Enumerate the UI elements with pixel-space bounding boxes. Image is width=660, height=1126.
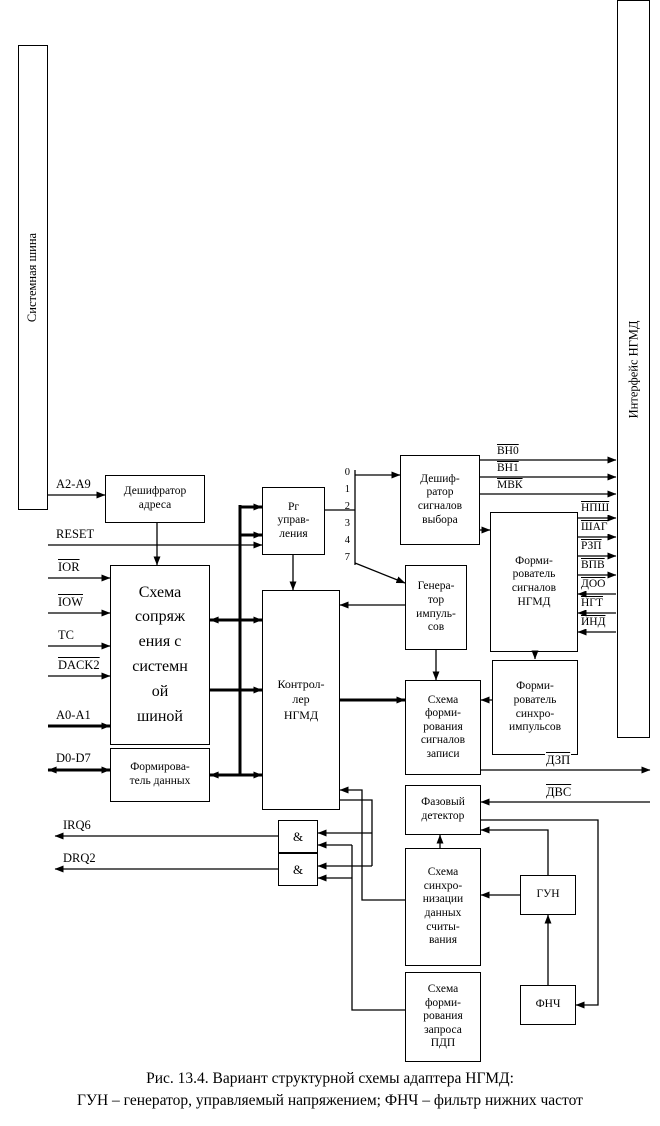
block-pulse-generator: Генера- тор импуль- сов <box>405 565 467 650</box>
signal-label-d0d7: D0-D7 <box>55 751 92 765</box>
selector-output-4: 4 <box>344 535 350 546</box>
block-fdd-controller: Контрол- лер НГМД <box>262 590 340 810</box>
figure-caption-line1: Рис. 13.4. Вариант структурной схемы ада… <box>146 1070 514 1087</box>
signal-label-tc: TC <box>57 628 75 642</box>
signal-label-drq2: DRQ2 <box>62 851 97 865</box>
signal-label-vpv: ВПВ <box>580 559 606 572</box>
block-and-gate-irq: & <box>278 820 318 853</box>
block-read-data-sync: Схема синхро- низации данных считы- вани… <box>405 848 481 966</box>
selector-output-3: 3 <box>344 518 350 529</box>
block-sync-pulse-former: Форми- рователь синхро- импульсов <box>492 660 578 755</box>
selector-output-2: 2 <box>344 501 350 512</box>
figure-caption: Рис. 13.4. Вариант структурной схемы ада… <box>0 1068 660 1113</box>
block-data-former: Формирова- тель данных <box>110 748 210 802</box>
signal-label-dvs: ДВС <box>545 785 573 799</box>
block-write-signal-former: Схема форми- рования сигналов записи <box>405 680 481 775</box>
block-phase-detector: Фазовый детектор <box>405 785 481 835</box>
selector-output-1: 1 <box>344 484 350 495</box>
system-bus-label: Системная шина <box>25 232 40 323</box>
block-vco: ГУН <box>520 875 576 915</box>
signal-label-a2a9: A2-A9 <box>55 477 92 491</box>
signal-label-ngt: НГТ <box>580 597 604 610</box>
signal-label-iow: IOW <box>57 595 84 609</box>
signal-label-vn1: ВН1 <box>496 462 520 475</box>
block-bus-coupler: Схема сопряж ения с системн ой шиной <box>110 565 210 745</box>
signal-label-npsh: НПШ <box>580 502 611 515</box>
signal-label-ior: IOR <box>57 560 81 574</box>
interface-bus-label: Интерфейс НГМД <box>626 320 640 418</box>
selector-output-7: 7 <box>344 552 350 563</box>
block-lpf: ФНЧ <box>520 985 576 1025</box>
signal-label-rzp: РЗП <box>580 540 603 553</box>
block-and-gate-drq: & <box>278 853 318 886</box>
signal-label-ind: ИНД <box>580 616 607 629</box>
signal-label-mvk: МВК <box>496 479 524 492</box>
block-dma-request-former: Схема форми- рования запроса ПДП <box>405 972 481 1062</box>
block-fdd-signal-former: Форми- рователь сигналов НГМД <box>490 512 578 652</box>
signal-label-irq6: IRQ6 <box>62 818 92 832</box>
signal-label-dzp: ДЗП <box>545 753 572 767</box>
signal-label-dack2: DACK2 <box>57 658 101 672</box>
selector-output-0: 0 <box>344 467 350 478</box>
signal-label-vn0: ВН0 <box>496 445 520 458</box>
signal-label-shag: ШАГ <box>580 521 609 534</box>
system-bus: Системная шина <box>18 45 48 510</box>
figure-caption-line2: ГУН – генератор, управляемый напряжением… <box>77 1092 583 1110</box>
block-select-decoder: Дешиф- ратор сигналов выбора <box>400 455 480 545</box>
signal-label-a0a1: A0-A1 <box>55 708 92 722</box>
signal-label-doo: ДОО <box>580 578 607 591</box>
thick-bus-lines <box>47 503 406 779</box>
block-control-register: Рг управ- ления <box>262 487 325 555</box>
block-address-decoder: Дешифратор адреса <box>105 475 205 523</box>
signal-label-reset: RESET <box>55 527 96 541</box>
interface-bus: Интерфейс НГМД <box>617 0 650 738</box>
